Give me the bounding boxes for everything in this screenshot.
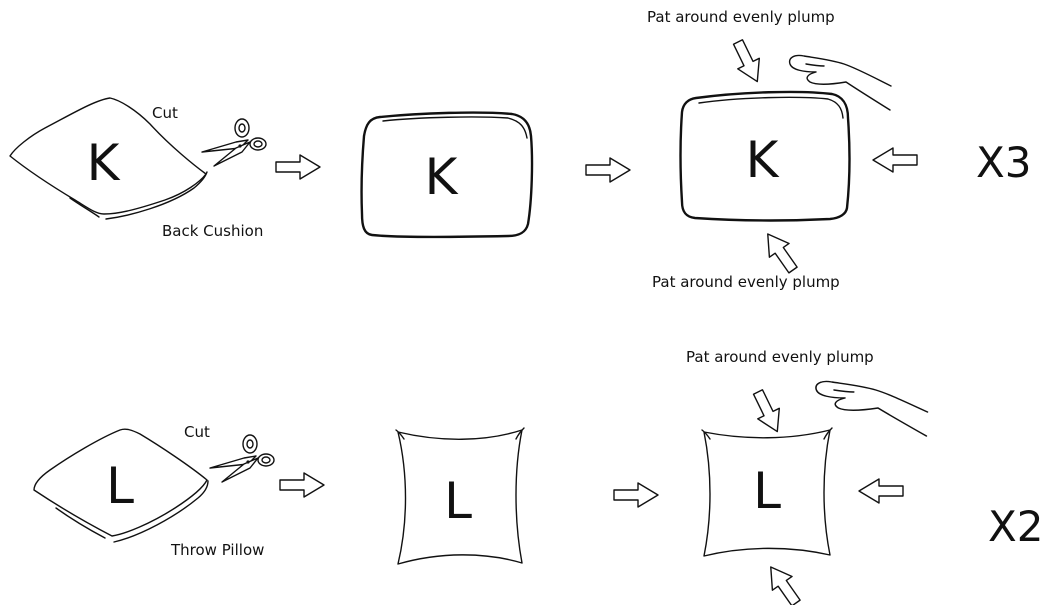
arrow-right-icon: [613, 482, 659, 508]
unpacked-back-cushion: K: [360, 111, 534, 239]
hand-icon: [815, 380, 929, 437]
cushion-letter-k: K: [425, 148, 459, 206]
unpacked-throw-pillow: L: [395, 427, 525, 565]
row-back-cushion: K Cut Back Cushion K Pat around evenly p…: [9, 8, 1032, 291]
cut-label: Cut: [152, 104, 178, 122]
throw-pillow-label: Throw Pillow: [170, 541, 264, 559]
arrow-right-icon: [279, 472, 325, 498]
packed-throw-pillow: L: [33, 428, 209, 543]
cushion-letter-k: K: [87, 134, 121, 192]
row-throw-pillow: L Cut Throw Pillow L Pat around evenly p…: [33, 348, 1044, 605]
pillow-letter-l: L: [106, 457, 134, 515]
pat-label-top: Pat around evenly plump: [647, 8, 835, 26]
pat-label-top: Pat around evenly plump: [686, 348, 874, 366]
arrow-up-icon: [757, 226, 804, 278]
quantity-multiplier: X2: [988, 502, 1044, 551]
pillow-letter-l: L: [444, 472, 472, 530]
scissors-icon: [201, 118, 267, 167]
arrow-left-icon: [858, 478, 904, 504]
cushion-letter-k: K: [746, 131, 780, 189]
scissors-icon: [209, 434, 275, 483]
arrow-right-icon: [585, 157, 631, 183]
arrow-down-icon: [746, 386, 789, 438]
cut-label: Cut: [184, 423, 210, 441]
pat-label-bottom: Pat around evenly plump: [652, 273, 840, 291]
back-cushion-label: Back Cushion: [162, 222, 263, 240]
quantity-multiplier: X3: [976, 138, 1032, 187]
arrow-up-icon: [760, 559, 807, 605]
arrow-left-icon: [872, 147, 918, 173]
plumped-throw-pillow: Pat around evenly plump L: [686, 348, 929, 605]
arrow-down-icon: [726, 36, 769, 88]
plumped-back-cushion: Pat around evenly plump K Pat around eve…: [647, 8, 918, 291]
packed-back-cushion: K: [9, 97, 208, 220]
arrow-right-icon: [275, 154, 321, 180]
pillow-letter-l: L: [753, 462, 781, 520]
